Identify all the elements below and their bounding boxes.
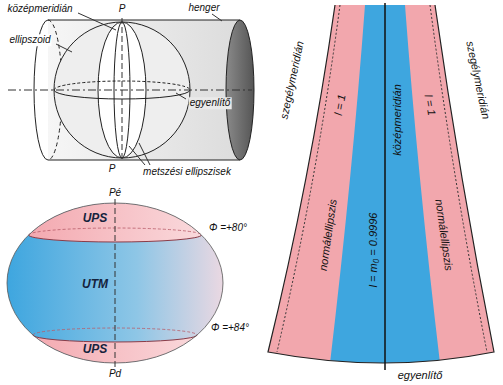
meridian-label: középmeridián bbox=[391, 83, 404, 157]
edge-meridian-label: szegélymeridián bbox=[463, 39, 492, 121]
zone-name: UPS bbox=[83, 343, 108, 357]
latitude-label: Φ =+84° bbox=[210, 322, 250, 334]
pole-label: P bbox=[108, 163, 117, 175]
edge-meridian-label: szegélymeridián bbox=[277, 39, 306, 121]
leader-line bbox=[176, 93, 186, 99]
latitude-label: Φ =+80° bbox=[208, 222, 248, 234]
ellipsoid-label: ellipszoid bbox=[8, 34, 51, 46]
cylinder-label: henger bbox=[187, 2, 220, 14]
zone-name: UTM bbox=[82, 278, 108, 292]
polar-axis bbox=[122, 18, 123, 160]
leader-line bbox=[56, 44, 72, 52]
cylinder-axis bbox=[8, 90, 252, 91]
secant-label: metszési ellipszisek bbox=[142, 166, 232, 178]
cylinder-edge bbox=[48, 160, 240, 161]
strip-outline bbox=[268, 5, 494, 363]
ups-cap bbox=[0, 335, 240, 385]
leader-line bbox=[78, 13, 116, 30]
utm-zone: UTM bbox=[79, 276, 111, 294]
zone-ellipsoid bbox=[0, 180, 240, 385]
zone-strip bbox=[268, 3, 494, 380]
ups-zone: UPS bbox=[80, 210, 111, 228]
normal-ellipse-line bbox=[277, 5, 340, 352]
ups-cap bbox=[0, 180, 240, 242]
polar-axis bbox=[115, 199, 116, 367]
pole-label: Pé bbox=[108, 187, 122, 199]
meridian-label: középmeridián bbox=[6, 3, 73, 15]
zone-name: UPS bbox=[83, 212, 108, 226]
scale-label: l = m₀ = 0.9996 bbox=[367, 212, 380, 289]
central-meridian bbox=[384, 3, 386, 370]
cylinder-edge bbox=[48, 20, 240, 21]
leader-line bbox=[129, 146, 145, 165]
equator-label: egyenlítő bbox=[189, 97, 232, 109]
leader-line bbox=[139, 143, 150, 165]
pole-label: Pd bbox=[108, 368, 122, 380]
pole-label: P bbox=[118, 3, 127, 15]
cylinder-figure bbox=[8, 13, 254, 165]
ups-zone: UPS bbox=[80, 341, 111, 359]
leader-line bbox=[212, 14, 222, 21]
equator-label: egyenlítő bbox=[397, 369, 444, 382]
